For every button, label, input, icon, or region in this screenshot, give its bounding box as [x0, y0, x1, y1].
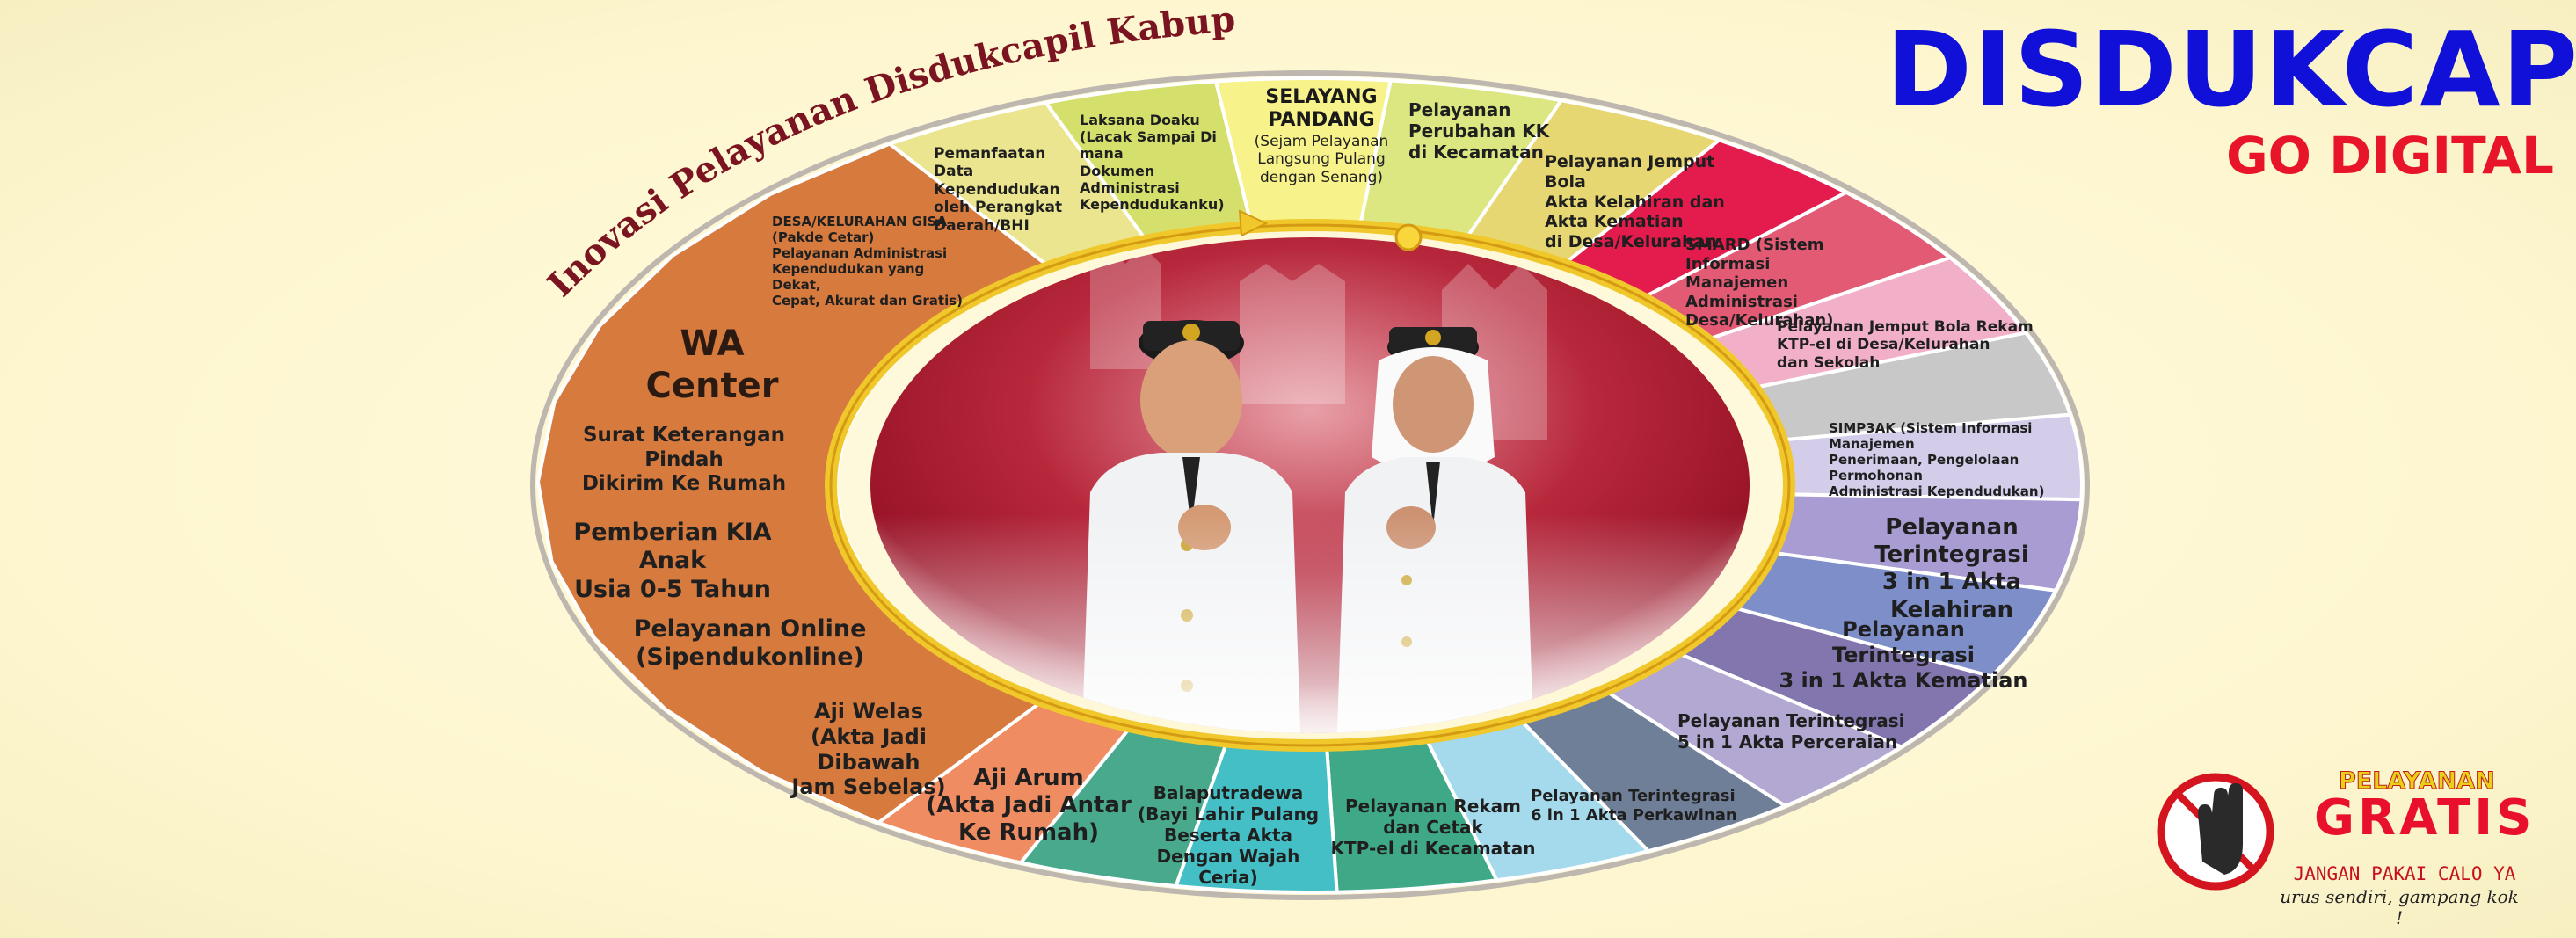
segment-line: WA Center	[645, 324, 779, 406]
segment-line: Perubahan KK	[1408, 120, 1550, 142]
segment-line: Pelayanan Terintegrasi	[1831, 617, 1976, 667]
segment-line: (Lacak Sampai Di mana	[1080, 128, 1217, 163]
segment-line: SIMP3AK (Sistem Informasi Manajemen	[1829, 420, 2033, 452]
segment-line: 3 in 1 Akta Kelahiran	[1881, 569, 2022, 623]
segment-line: Surat Keterangan Pindah	[582, 424, 785, 471]
segment-line: Administrasi Kependudukan)	[1829, 484, 2045, 499]
segment-line: (Bayi Lahir Pulang	[1137, 803, 1320, 825]
segment-line: 6 in 1 Akta Perkawinan	[1531, 805, 1737, 825]
segment-line: Pelayanan Terintegrasi	[1677, 710, 1905, 731]
segment-line: Kependudukan yang Dekat,	[772, 261, 925, 293]
segment-line: Pelayanan Terintegrasi	[1531, 787, 1736, 805]
badge-main: GRATIS	[2314, 789, 2536, 847]
segment-line: Dengan Wajah Ceria)	[1156, 846, 1300, 888]
segment-line: dengan Senang)	[1259, 168, 1384, 186]
badge-top: PELAYANAN	[2339, 767, 2496, 796]
segment-line: (Sipendukonline)	[636, 644, 864, 672]
segment-line: Kependudukanku)	[1080, 195, 1225, 213]
segment-line: Cepat, Akurat dan Gratis)	[772, 293, 963, 309]
segment-line: Pelayanan Administrasi	[772, 245, 948, 261]
segment-title: SELAYANG PANDANG	[1265, 86, 1378, 132]
segment-line: Aji Welas	[814, 699, 923, 723]
photo-area	[870, 237, 1750, 733]
segment-line: Pemanfaatan Data	[934, 145, 1046, 181]
segment-label: WA Center	[615, 323, 809, 407]
ring-start-dot-icon	[1394, 223, 1423, 251]
segment-line: Langsung Pulang	[1257, 150, 1386, 169]
segment-line: 3 in 1 Akta Kematian	[1779, 667, 2028, 693]
segment-line: Pemberian KIA Anak	[573, 519, 772, 575]
segment-line: (Akta Jadi Antar	[926, 792, 1132, 819]
brand-subtitle: GO DIGITAL	[2226, 126, 2554, 185]
segment-line: Akta Kelahiran dan	[1545, 192, 1725, 212]
segment-line: SMARD (Sistem Informasi	[1685, 236, 1824, 273]
segment-line: dan Sekolah	[1777, 353, 1881, 372]
segment-line: Usia 0-5 Tahun	[574, 575, 771, 603]
segment-line: DESA/KELURAHAN GISA	[772, 214, 948, 229]
segment-line: Dikirim Ke Rumah	[581, 472, 787, 496]
segment-line: (Pakde Cetar)	[772, 229, 875, 245]
segment-line: Jam Sebelas)	[791, 774, 946, 800]
segment-line: Kependudukan	[934, 180, 1060, 199]
segment-line: dan Cetak	[1383, 817, 1483, 838]
segment-line: Pelayanan	[1408, 99, 1511, 120]
segment-line: (Sejam Pelayanan	[1254, 132, 1389, 150]
segment-line: Manajemen Administrasi	[1685, 273, 1798, 311]
brand-title: DISDUKCAPIL	[1886, 9, 2576, 130]
segment-line: Pelayanan Jemput Bola Rekam	[1777, 318, 2034, 336]
segment-line: Beserta Akta	[1164, 825, 1292, 846]
segment-line: Pelayanan Jemput Bola	[1545, 152, 1715, 192]
segment-line: Pelayanan Rekam	[1344, 796, 1522, 817]
ring-arrow-icon	[1238, 209, 1269, 237]
segment-line: di Kecamatan	[1408, 142, 1544, 163]
segment-line: Penerimaan, Pengelolaan Permohonan	[1829, 452, 2019, 484]
stop-calo-icon	[2157, 773, 2274, 891]
segment-line: Dokumen Administrasi	[1080, 162, 1180, 196]
segment-line: (Akta Jadi Dibawah	[810, 723, 928, 774]
segment-label: DESA/KELURAHAN GISA(Pakde Cetar)Pelayana…	[772, 214, 974, 309]
segment-line: Aji Arum	[973, 765, 1084, 791]
segment-line: Ke Rumah)	[958, 819, 1099, 847]
badge-line2: urus sendiri, gampang kok !	[2280, 886, 2519, 928]
segment-line: Pelayanan Terintegrasi	[1874, 514, 2029, 569]
segment-line: oleh Perangkat	[934, 199, 1063, 217]
outer-ring	[530, 70, 2090, 900]
segment-line: Akta Kematian	[1545, 212, 1684, 232]
segment-line: Daerah/BHI	[934, 216, 1030, 235]
segment-line: Pelayanan Online	[633, 615, 867, 643]
segment-line: KTP-el di Desa/Kelurahan	[1777, 336, 1990, 354]
segment-line: 5 in 1 Akta Perceraian	[1677, 731, 1898, 753]
segment-line: KTP-el di Kecamatan	[1330, 838, 1536, 859]
badge-line1: JANGAN PAKAI CALO YA	[2293, 863, 2516, 884]
segment-line: Desa/Kelurahan)	[1685, 311, 1834, 331]
segment-line: di Desa/Kelurahan	[1545, 232, 1717, 252]
segment-line: Balaputradewa	[1153, 782, 1304, 803]
segment-label: Pelayanan Online(Sipendukonline)	[631, 615, 869, 673]
segment-line: Laksana Doaku	[1080, 112, 1200, 128]
